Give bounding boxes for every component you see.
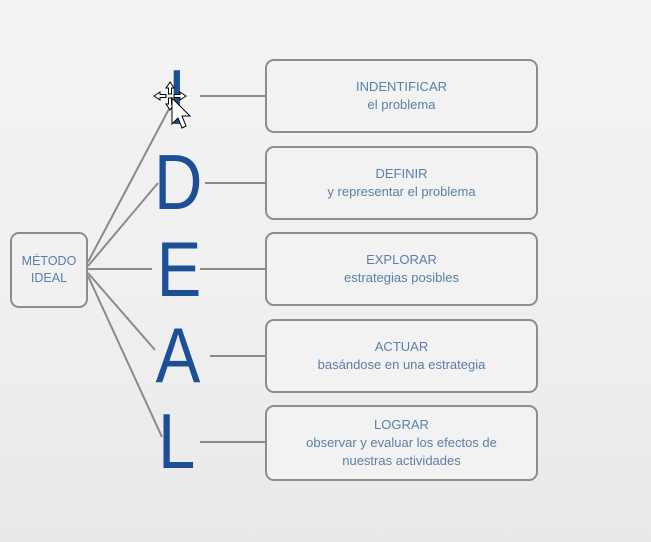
step-box-definir: DEFINIR y representar el problema — [265, 146, 538, 220]
letter-d: D — [153, 138, 203, 226]
step-box-actuar: ACTUAR basándose en una estrategia — [265, 319, 538, 393]
step-box-identificar: INDENTIFICAR el problema — [265, 59, 538, 133]
step-desc: estrategias posibles — [344, 270, 459, 285]
root-label-line1: MÉTODO — [21, 254, 77, 268]
letter-l: L — [158, 397, 196, 485]
connector-root-l — [87, 275, 163, 438]
letter-e: E — [156, 225, 202, 313]
root-label-line2: IDEAL — [30, 271, 68, 285]
root-box-metodo-ideal: MÉTODO IDEAL — [10, 232, 88, 308]
step-title: ACTUAR — [374, 339, 429, 354]
letter-a: A — [155, 311, 201, 399]
connector-root-d — [87, 182, 159, 267]
step-title: EXPLORAR — [366, 252, 437, 267]
connector-root-a — [87, 272, 156, 351]
step-title: DEFINIR — [375, 166, 428, 181]
move-pointer-icon — [153, 81, 192, 129]
step-box-explorar: EXPLORAR estrategias posibles — [265, 232, 538, 306]
step-title: INDENTIFICAR — [356, 79, 447, 94]
connector-root-i — [87, 91, 179, 263]
step-desc: basándose en una estrategia — [317, 357, 486, 372]
step-title: LOGRAR — [374, 417, 429, 432]
step-desc: el problema — [367, 97, 436, 112]
step-box-lograr: LOGRAR observar y evaluar los efectos de… — [265, 405, 538, 481]
step-desc: observar y evaluar los efectos de — [306, 435, 497, 450]
step-desc-line2: nuestras actividades — [342, 453, 461, 468]
step-desc: y representar el problema — [327, 184, 476, 199]
